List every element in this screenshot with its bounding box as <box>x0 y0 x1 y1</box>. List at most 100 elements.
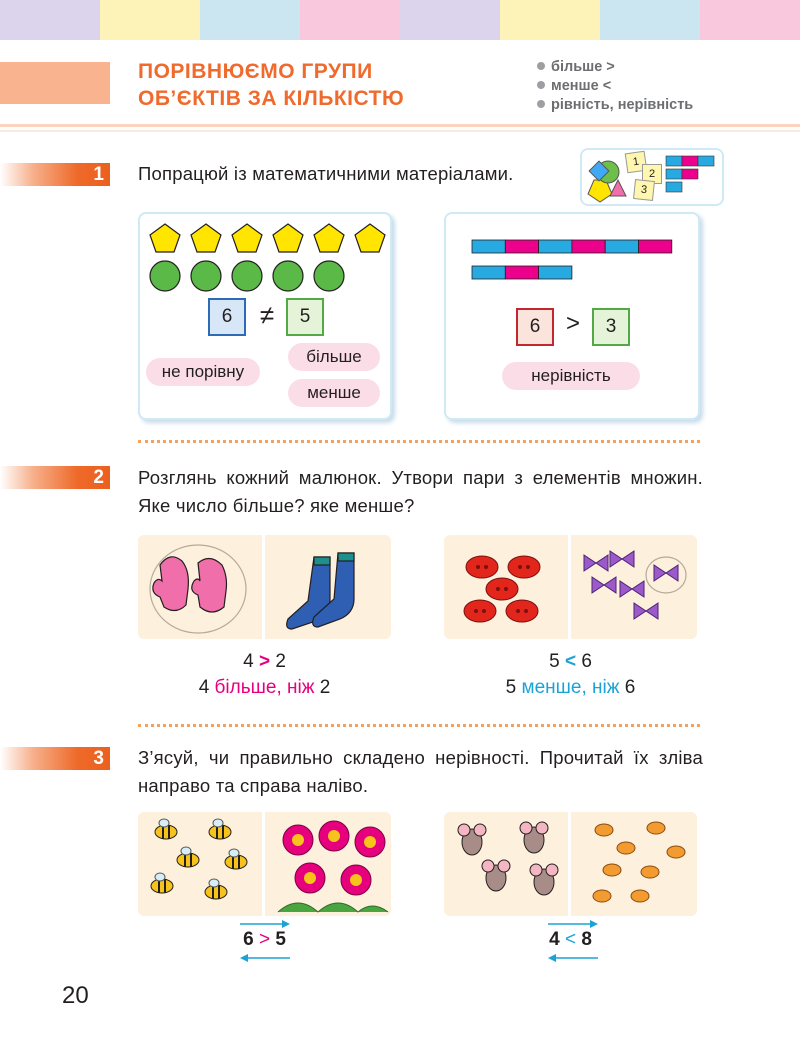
reading-arrows-left <box>230 918 300 964</box>
inequality-words-right: 5 менше, ніж 6 <box>444 677 697 699</box>
circle-icon <box>149 260 181 292</box>
task-number: 2 <box>93 467 104 488</box>
bees-flowers-illustration <box>150 818 389 913</box>
number-box: 6 <box>208 298 246 336</box>
top-stripes <box>0 0 800 40</box>
number-box: 5 <box>286 298 324 336</box>
stripe <box>300 0 400 40</box>
mittens-socks-illustration <box>149 544 355 634</box>
task3-text: З’ясуй, чи правильно складено нерівності… <box>138 747 703 796</box>
number: 8 <box>581 929 592 950</box>
bow-icon <box>609 550 635 568</box>
stripe <box>400 0 500 40</box>
pentagon-icon <box>190 223 222 253</box>
math-materials-icon: 1 2 3 <box>580 148 724 206</box>
number: 4 <box>243 651 254 672</box>
pentagon-icon <box>231 223 263 253</box>
inequality-right: 5 < 6 <box>444 651 697 673</box>
task-number-badge: 2 <box>0 466 110 489</box>
number-card: 3 <box>633 179 655 201</box>
number: 6 <box>243 929 254 950</box>
header-divider <box>0 124 800 127</box>
nut-icon <box>592 821 686 903</box>
label-less: менше <box>288 379 380 407</box>
materials-shapes-icon <box>587 155 715 203</box>
title-line: ОБ’ЄКТІВ ЗА КІЛЬКІСТЮ <box>138 87 405 110</box>
pentagon-icon <box>149 223 181 253</box>
bees-flowers-picture <box>138 812 391 916</box>
header-color-bar <box>0 62 110 104</box>
task-number-badge: 1 <box>0 163 110 186</box>
section-divider <box>138 440 700 443</box>
picture-separator <box>568 812 571 916</box>
number: 6 <box>581 651 592 672</box>
header-divider-light <box>0 130 800 132</box>
number: 5 <box>505 677 517 698</box>
label-not-equal: не порівну <box>146 358 260 386</box>
title-line: ПОРІВНЮЄМО ГРУПИ <box>138 60 373 83</box>
task1-text: Попрацюй із математичними матеріалами. <box>138 163 514 184</box>
number: 6 <box>624 677 636 698</box>
stripe <box>200 0 300 40</box>
keyword-more: більше > <box>537 58 693 77</box>
button-icon <box>485 577 519 601</box>
number-rods <box>471 239 673 280</box>
materials-panel-right: 6 > 3 нерівність <box>444 212 700 420</box>
pentagons-and-circles <box>149 223 386 292</box>
task-number-badge: 3 <box>0 747 110 770</box>
stripe <box>500 0 600 40</box>
circle-icon <box>272 260 304 292</box>
bee-icon <box>150 818 248 900</box>
inequality-bees-flowers: 6 > 5 <box>138 929 391 951</box>
circle-icon <box>231 260 263 292</box>
task-number: 3 <box>93 748 104 769</box>
circle-icon <box>190 260 222 292</box>
mice-nuts-picture <box>444 812 697 916</box>
greater-sign: > <box>258 651 271 672</box>
mitten-icon <box>152 556 228 613</box>
label-inequality: нерівність <box>502 362 640 390</box>
task-number: 1 <box>93 164 104 185</box>
number: 5 <box>549 651 560 672</box>
circle-icon <box>313 260 345 292</box>
arrows-icon <box>548 920 598 962</box>
button-icon <box>463 599 497 623</box>
picture-separator <box>568 535 571 639</box>
stripe <box>0 0 100 40</box>
stripe <box>700 0 800 40</box>
buttons-bows-picture <box>444 535 697 639</box>
stripe <box>100 0 200 40</box>
inequality-left: 4 > 2 <box>138 651 391 673</box>
page-title: ПОРІВНЮЄМО ГРУПИ ОБ’ЄКТІВ ЗА КІЛЬКІСТЮ <box>138 58 518 112</box>
keyword-equality: рівність, нерівність <box>537 96 693 115</box>
greater-sign: > <box>258 929 271 950</box>
less-than-phrase: менше, ніж <box>521 677 620 698</box>
not-equal-sign: ≠ <box>259 300 275 330</box>
mittens-socks-picture <box>138 535 391 639</box>
number: 2 <box>319 677 331 698</box>
button-icon <box>465 555 499 579</box>
button-icon <box>505 599 539 623</box>
picture-separator <box>262 812 265 916</box>
bow-icon <box>633 602 659 620</box>
stripe <box>600 0 700 40</box>
label-more: більше <box>288 343 380 371</box>
pentagon-icon <box>354 223 386 253</box>
inequality-words-left: 4 більше, ніж 2 <box>138 677 391 699</box>
number: 2 <box>275 651 286 672</box>
picture-separator <box>262 535 265 639</box>
reading-arrows-right <box>538 918 608 964</box>
materials-panel-left: 6 ≠ 5 не порівну більше менше <box>138 212 392 420</box>
less-sign: < <box>564 929 577 950</box>
bow-icon <box>619 580 645 598</box>
greater-sign: > <box>565 310 580 337</box>
mouse-icon <box>457 821 559 896</box>
bow-icon <box>653 564 679 582</box>
inequality-mice-nuts: 4 < 8 <box>444 929 697 951</box>
number: 5 <box>275 929 286 950</box>
number-box: 6 <box>516 308 554 346</box>
more-than-phrase: більше, ніж <box>214 677 315 698</box>
pentagon-icon <box>272 223 304 253</box>
sock-icon <box>286 552 355 630</box>
section-divider <box>138 724 700 727</box>
